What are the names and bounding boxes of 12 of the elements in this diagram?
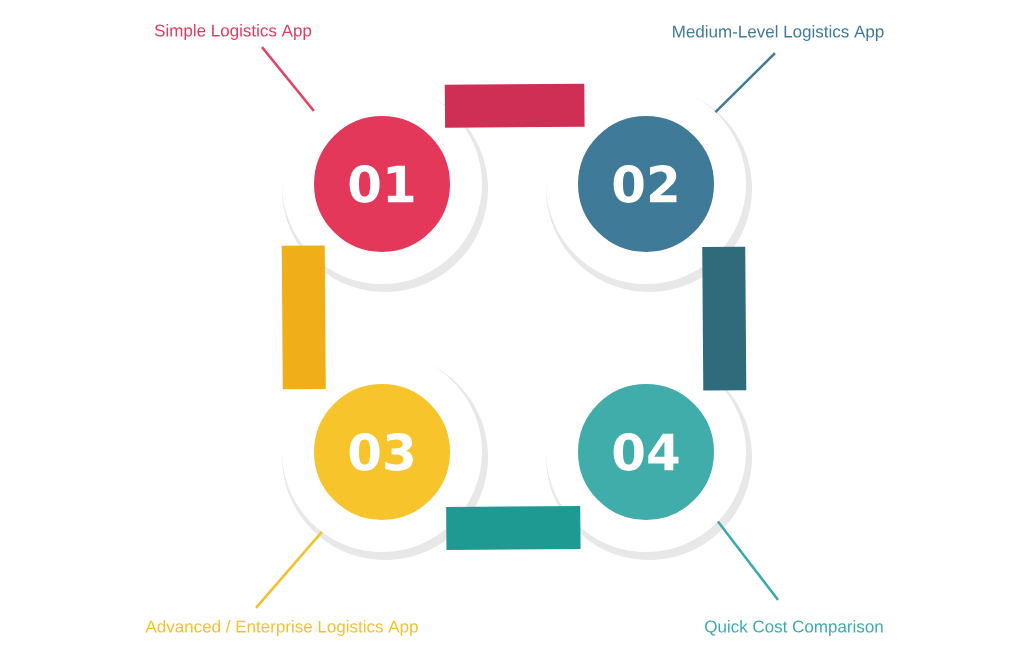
band — [446, 506, 581, 551]
leader-line — [714, 52, 776, 113]
band — [702, 246, 747, 391]
leader-line — [255, 531, 323, 609]
step-label: Quick Cost Comparison — [705, 620, 883, 636]
step-label: Simple Logistics App — [154, 24, 312, 40]
step-label: Medium-Level Logistics App — [673, 25, 884, 41]
leader-line — [716, 520, 779, 601]
band — [281, 245, 326, 390]
band — [444, 83, 585, 128]
step-label: Advanced / Enterprise Logistics App — [145, 620, 418, 636]
leader-line — [261, 46, 315, 112]
